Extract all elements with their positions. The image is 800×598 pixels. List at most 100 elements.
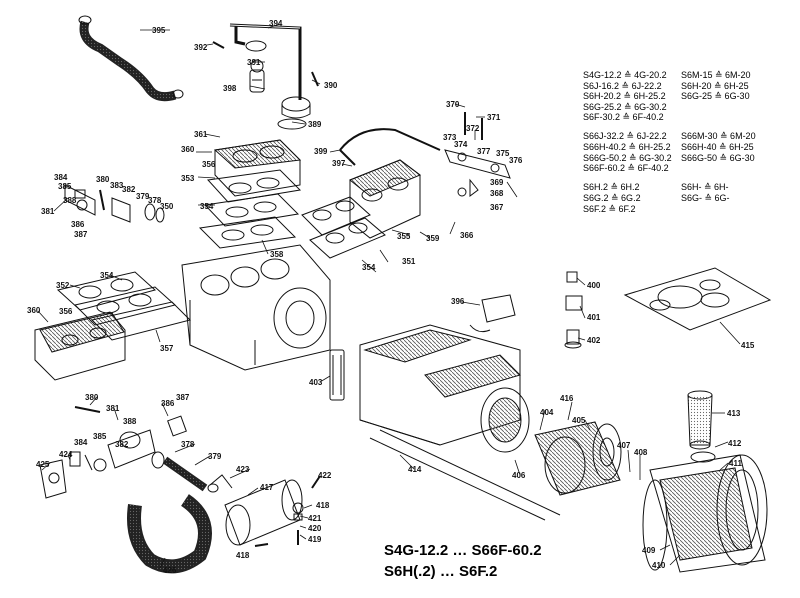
part-number: 383 xyxy=(110,181,124,190)
legend-entry: S6H- ≙ 6H- xyxy=(681,182,729,193)
part-number: 367 xyxy=(490,203,504,212)
part-number: 418 xyxy=(316,501,330,510)
part-number: 382 xyxy=(122,185,136,194)
legend-column-right: S6H- ≙ 6H- S6G- ≙ 6G- xyxy=(681,182,779,214)
legend-entry: S6J-16.2 ≙ 6J-22.2 xyxy=(583,80,662,91)
part-number: 413 xyxy=(727,409,741,418)
part-number: 374 xyxy=(454,140,468,149)
part-number: 353 xyxy=(181,174,195,183)
legend-entry: S6M-15 ≙ 6M-20 xyxy=(681,70,751,80)
terminal-box-396 xyxy=(469,294,516,333)
part-number: 395 xyxy=(152,26,166,35)
part-number: 410 xyxy=(652,561,666,570)
part-number: 385 xyxy=(93,432,107,441)
part-number: 378 xyxy=(181,440,195,449)
part-number: 420 xyxy=(308,524,322,533)
leader-lines xyxy=(37,23,741,569)
part-number: 414 xyxy=(408,465,422,474)
part-number: 369 xyxy=(490,178,504,187)
part-number: 379 xyxy=(208,452,222,461)
part-number: 411 xyxy=(729,459,742,468)
legend-entry: S6G-25 ≙ 6G-30 xyxy=(681,91,750,102)
title-line-2: S6H(.2) … S6F.2 xyxy=(384,563,498,580)
part-number: 366 xyxy=(460,231,474,240)
small-parts-418-422 xyxy=(254,475,321,547)
part-number: 408 xyxy=(634,448,648,457)
legend-column-right: S66M-30 ≙ 6M-20 S66H-40 ≙ 6H-25 S66G-50 … xyxy=(681,131,779,173)
part-number: 356 xyxy=(59,307,73,316)
part-number: 415 xyxy=(741,341,755,350)
part-number: 424 xyxy=(59,450,73,459)
part-number: 405 xyxy=(572,416,586,425)
legend-entry: S6F-30.2 ≙ 6F-40.2 xyxy=(583,112,664,123)
gaskets-353-354 xyxy=(198,169,302,249)
legend-entry: S6H-20.2 ≙ 6H-25.2 xyxy=(583,91,666,102)
part-number: 373 xyxy=(443,133,457,142)
part-number: 412 xyxy=(728,439,742,448)
suction-hose-395 xyxy=(78,15,184,102)
part-number: 397 xyxy=(332,159,346,168)
valve-assembly-372 xyxy=(444,112,511,197)
part-number: 398 xyxy=(223,84,237,93)
part-number: 372 xyxy=(466,124,480,133)
part-number: 418 xyxy=(236,551,250,560)
model-equivalence-legend: S4G-12.2 ≙ 4G-20.2 S6J-16.2 ≙ 6J-22.2 S6… xyxy=(583,70,793,223)
legend-entry: S66G-50.2 ≙ 6G-30.2 xyxy=(583,152,672,163)
part-number: 385 xyxy=(58,182,72,191)
part-number: 419 xyxy=(308,535,322,544)
gasket-set-415 xyxy=(623,267,772,331)
filter-413 xyxy=(687,390,716,463)
pipe-394 xyxy=(229,23,311,130)
part-number: 387 xyxy=(74,230,88,239)
part-number: 417 xyxy=(260,483,274,492)
legend-group-3: S6H.2 ≙ 6H.2 S6G.2 ≙ 6G.2 S6F.2 ≙ 6F.2 S… xyxy=(583,182,793,214)
model-range-title: S4G-12.2 … S66F-60.2 S6H(.2) … S6F.2 xyxy=(384,540,542,582)
part-number: 368 xyxy=(490,189,504,198)
part-number: 384 xyxy=(74,438,88,447)
part-number: 361 xyxy=(194,130,208,139)
part-number: 377 xyxy=(477,147,491,156)
legend-entry: S66J-32.2 ≙ 6J-22.2 xyxy=(583,131,667,142)
part-number: 354 xyxy=(362,263,376,272)
part-number: 394 xyxy=(269,19,283,28)
legend-entry: S6H-20 ≙ 6H-25 xyxy=(681,80,749,91)
part-number: 388 xyxy=(123,417,137,426)
legend-entry: S6F.2 ≙ 6F.2 xyxy=(583,203,636,214)
gaskets-359-351 xyxy=(301,196,386,259)
part-number: 391 xyxy=(247,58,261,67)
legend-entry: S66G-50 ≙ 6G-30 xyxy=(681,152,755,163)
legend-column-left: S6H.2 ≙ 6H.2 S6G.2 ≙ 6G.2 S6F.2 ≙ 6F.2 xyxy=(583,182,681,214)
valve-398 xyxy=(249,59,265,93)
part-number: 356 xyxy=(202,160,216,169)
legend-entry: S66F-60.2 ≙ 6F-40.2 xyxy=(583,163,669,174)
part-number: 403 xyxy=(309,378,323,387)
compressor-assembly xyxy=(359,324,561,521)
part-number: 360 xyxy=(27,306,41,315)
part-number: 350 xyxy=(160,202,174,211)
part-number: 426 xyxy=(163,566,177,575)
legend-entry: S6H.2 ≙ 6H.2 xyxy=(583,182,640,193)
legend-entry: S6G-25.2 ≙ 6G-30.2 xyxy=(583,101,667,112)
part-number: 355 xyxy=(397,232,411,241)
part-number: 351 xyxy=(402,257,416,266)
part-number: 425 xyxy=(36,460,50,469)
part-number: 406 xyxy=(512,471,526,480)
part-number: 404 xyxy=(540,408,554,417)
part-number: 390 xyxy=(324,81,338,90)
part-number: 354 xyxy=(200,202,214,211)
part-number: 354 xyxy=(100,271,114,280)
part-number: 400 xyxy=(587,281,601,290)
cylinder-head-360 xyxy=(213,139,302,197)
elbow-423 xyxy=(207,474,233,493)
part-number: 401 xyxy=(587,313,601,322)
part-number: 388 xyxy=(63,196,77,205)
part-number: 376 xyxy=(509,156,523,165)
part-number: 389 xyxy=(308,120,322,129)
screws-392-390 xyxy=(212,41,319,87)
part-number: 375 xyxy=(496,149,510,158)
part-number: 402 xyxy=(587,336,601,345)
motor-housing-411 xyxy=(642,454,768,573)
legend-group-2: S66J-32.2 ≙ 6J-22.2 S66H-40.2 ≙ 6H-25.2 … xyxy=(583,131,793,173)
part-number-labels: 395 394 392 391 390 398 389 370 371 372 … xyxy=(27,19,755,575)
